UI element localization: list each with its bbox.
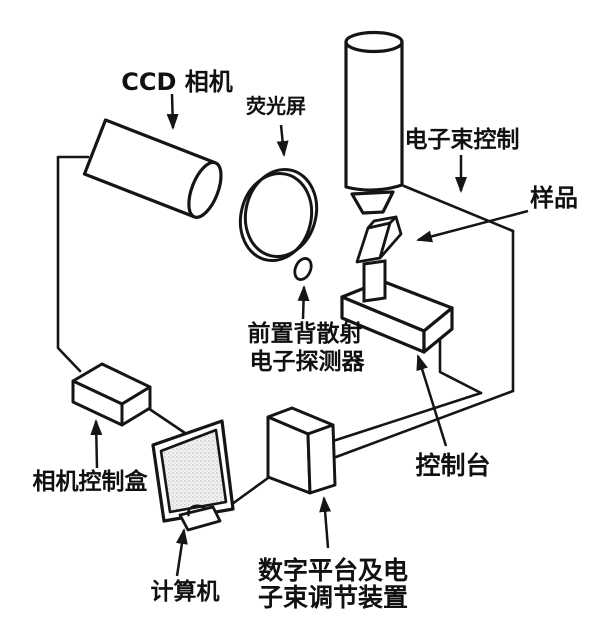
label-digital-platform-line2: 子束调节装置 [258,583,408,612]
wire-camera-to-control-box [56,155,90,373]
camera-control-box-shape [71,362,152,427]
computer-monitor-shape [151,419,235,532]
monitor-stand [178,505,222,532]
label-electron-beam-control: 电子束控制 [405,126,520,153]
arrow-to-sample [416,209,529,243]
label-detector-line2: 电子探测器 [250,349,366,375]
stage-support-leg [438,337,483,395]
label-sample: 样品 [530,184,578,212]
label-detector-line1: 前置背散射 [248,320,363,347]
ccd-camera-shape [82,118,223,219]
label-computer: 计算机 [151,578,220,605]
fluorescent-screen-shape [238,167,319,263]
bench-lower-bar [334,389,515,459]
label-camera-control-box: 相机控制盒 [33,468,149,495]
label-fluorescent-screen: 荧光屏 [246,94,306,118]
bench-upper-bar [331,391,483,443]
arrow-to-camera-control-box [90,419,103,469]
arrow-to-fluorescent-screen [276,124,289,157]
label-ccd-camera: CCD 相机 [121,68,233,96]
digital-platform-box-shape [266,406,337,495]
monitor-stand-notch [187,504,208,517]
cable-monitor-to-platform [226,476,270,509]
arrow-to-control-console [416,354,448,447]
label-digital-platform-line1: 数字平台及电 [258,556,408,585]
bench-top-edge [402,184,515,233]
electron-column-shape [344,30,404,215]
arrow-to-detector [297,285,310,320]
arrow-to-digital-platform [319,496,332,549]
label-control-console: 控制台 [415,451,490,480]
sample-post-shape [362,259,387,303]
computer-screen [159,428,228,514]
backscatter-detector-shape [293,257,313,281]
sample-shape [355,215,403,264]
arrow-to-ccd-camera [166,93,179,130]
arrow-to-computer [175,528,188,577]
electron-column-tip [350,190,395,215]
